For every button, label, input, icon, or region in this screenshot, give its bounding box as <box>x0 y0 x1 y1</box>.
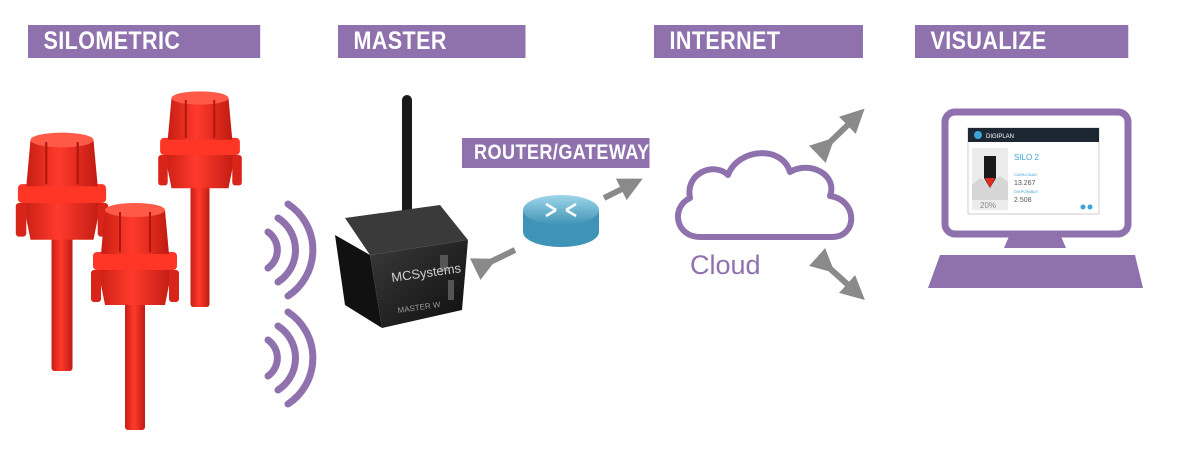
stage-label-silometric: SILOMETRIC <box>28 25 261 58</box>
screen-field-2-label: DISPONIBLE <box>1014 189 1038 194</box>
stage-label-master: MASTER <box>338 25 526 58</box>
router-icon <box>523 195 599 247</box>
arrow-master-router <box>469 247 517 281</box>
arrow-cloud-visualize-lower <box>809 248 865 301</box>
sensor-left <box>14 131 110 373</box>
wireless-signal-icon-lower <box>268 312 313 404</box>
router-gateway-label: ROUTER/GATEWAY <box>462 138 650 168</box>
wireless-signal-icon-upper <box>268 204 313 296</box>
screen-field-2-value: 2.508 <box>1014 197 1032 204</box>
arrow-cloud-visualize-upper <box>809 108 865 163</box>
cloud-label: Cloud <box>690 250 761 280</box>
screen-silo-name: SILO 2 <box>1014 153 1039 162</box>
screen-fill-percent: 20% <box>980 201 996 210</box>
monitor-icon: DIGIPLAN 20% SILO 2 CAPACIDAD 13.267 DIS… <box>928 108 1143 288</box>
screen-app-name: DIGIPLAN <box>986 134 1014 140</box>
stage-label-visualize: VISUALIZE <box>915 25 1129 58</box>
screen-field-1-label: CAPACIDAD <box>1014 172 1037 177</box>
master-device: MCSystems MASTER W <box>335 95 468 328</box>
sensor-front <box>90 202 180 431</box>
cloud-icon <box>675 150 855 240</box>
arrow-router-cloud <box>602 178 643 201</box>
stage-label-internet: INTERNET <box>654 25 863 58</box>
screen-field-1-value: 13.267 <box>1014 180 1036 187</box>
